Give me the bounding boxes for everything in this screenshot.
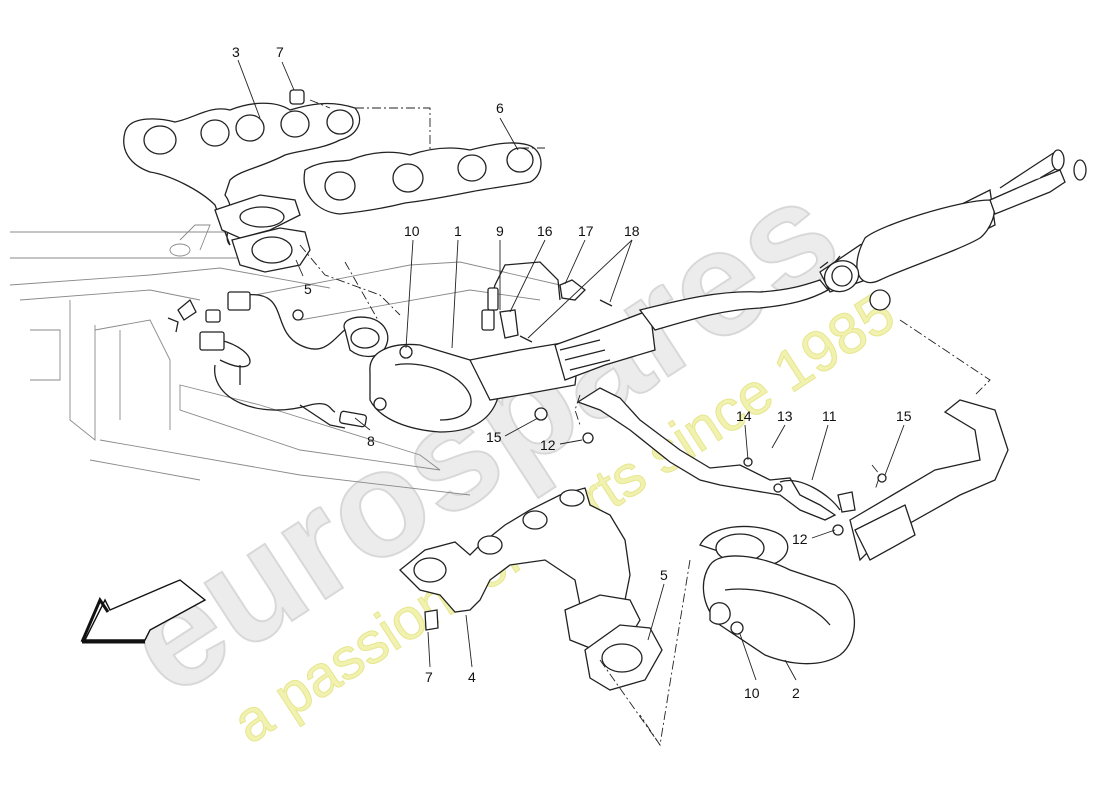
mid-pipe-and-muffler (819, 149, 1087, 311)
callout-16: 16 (537, 223, 553, 239)
callout-17: 17 (578, 223, 594, 239)
callout-7-top: 7 (276, 44, 284, 60)
callout-9: 9 (496, 223, 504, 239)
callout-11: 11 (822, 408, 837, 424)
callout-6: 6 (496, 100, 504, 116)
part-2-catalytic-converter (699, 525, 856, 665)
front-direction-arrow-icon (80, 579, 207, 644)
callout-2: 2 (792, 685, 800, 701)
part-5-flange-gasket-top (231, 227, 311, 273)
callout-14: 14 (736, 408, 752, 424)
callout-10-top: 10 (404, 223, 420, 239)
callout-13: 13 (777, 408, 793, 424)
part-7-nut-top (289, 89, 305, 105)
callout-10-bottom: 10 (744, 685, 760, 701)
assembly-lines (299, 99, 991, 747)
part-9-lambda-sensor (481, 261, 613, 343)
callout-7-bottom: 7 (425, 669, 433, 685)
callout-labels: 3 7 6 5 10 1 9 16 17 18 8 15 12 14 13 11… (232, 44, 912, 701)
part-3-exhaust-manifold (123, 102, 361, 246)
callout-4: 4 (468, 669, 476, 685)
callout-18: 18 (624, 223, 640, 239)
callout-3: 3 (232, 44, 240, 60)
part-5-flange-gasket-bottom (584, 624, 663, 691)
callout-12-left: 12 (540, 437, 556, 453)
part-1-catalytic-converter (343, 279, 829, 433)
callout-15-right: 15 (896, 408, 912, 424)
right-rear-pipe (832, 399, 1009, 562)
part-11-heat-shield-bracket (534, 387, 856, 521)
leader-lines (237, 59, 905, 681)
callout-1: 1 (454, 223, 462, 239)
part-6-gasket (303, 142, 542, 215)
callout-8: 8 (367, 433, 375, 449)
callout-15-left: 15 (486, 429, 502, 445)
wiring-harness (167, 291, 361, 413)
callout-5-bottom: 5 (660, 567, 668, 583)
callout-12-right: 12 (792, 531, 808, 547)
callout-5-top: 5 (304, 281, 312, 297)
part-8-lambda-sensor (299, 404, 368, 429)
